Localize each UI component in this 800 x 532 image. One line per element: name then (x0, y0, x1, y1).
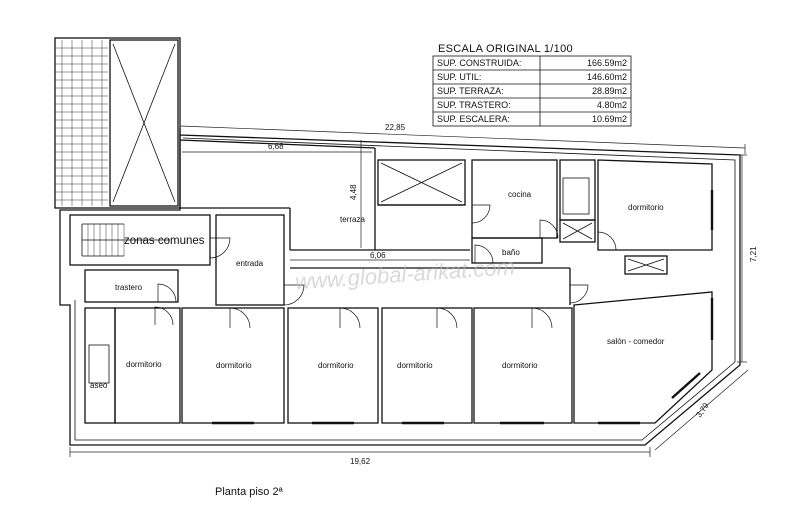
table-row-label: SUP. TRASTERO: (437, 100, 511, 110)
table-row-label: SUP. ESCALERA: (437, 114, 510, 124)
table-row-label: SUP. UTIL: (437, 72, 481, 82)
upper-right-block: cocina dormitorio baño (377, 159, 714, 275)
lower-rooms: aseo dormitorio dormitorio dormitorio do… (84, 291, 714, 425)
building-outline (59, 128, 741, 446)
table-row-value: 10.69m2 (592, 114, 627, 124)
room-label-terraza: terraza (340, 215, 365, 224)
light-shaft (54, 37, 181, 209)
plan-caption: Planta piso 2ª (215, 486, 284, 498)
room-label-dormitorio-5: dormitorio (502, 361, 538, 370)
room-label-dormitorio-top: dormitorio (628, 203, 664, 212)
room-label-dormitorio-3: dormitorio (318, 361, 354, 370)
room-label-dormitorio-1: dormitorio (126, 360, 162, 369)
dimension-corridor: 6,06 (290, 251, 589, 305)
table-row-value: 28.89m2 (592, 86, 627, 96)
dimension-label: 6,68 (268, 142, 284, 151)
scale-table: ESCALA ORIGINAL 1/100 SUP. CONSTRUIDA: 1… (432, 43, 632, 127)
table-row-label: SUP. CONSTRUIDA: (437, 58, 521, 68)
dimension-label: 7,21 (749, 246, 758, 262)
dimension-label: 3,79 (694, 401, 711, 419)
table-row-value: 166.59m2 (587, 58, 627, 68)
room-label-entrada: entrada (236, 259, 264, 268)
dimension-label: 22,85 (385, 123, 406, 132)
table-row-value: 4.80m2 (597, 100, 627, 110)
room-label-cocina: cocina (508, 190, 532, 199)
storage-room: trastero (84, 269, 179, 303)
terrace: 6,68 4,48 terraza (179, 139, 470, 251)
dimension-label: 4,48 (349, 184, 358, 200)
room-label-dormitorio-4: dormitorio (397, 361, 433, 370)
room-label-salon-comedor: salón - comedor (607, 337, 665, 346)
dimension-bottom: 19,62 (69, 447, 651, 466)
dimension-top: 22,85 (179, 122, 746, 154)
scale-title: ESCALA ORIGINAL 1/100 (438, 43, 573, 55)
dimension-right: 7,21 (737, 154, 758, 363)
room-label-aseo: aseo (90, 381, 108, 390)
table-row-value: 146.60m2 (587, 72, 627, 82)
common-zone: zonas comunes (69, 214, 231, 266)
dimension-label: 19,62 (350, 457, 371, 466)
room-label-trastero: trastero (115, 283, 143, 292)
room-label-zonas-comunes: zonas comunes (124, 235, 205, 247)
table-row-label: SUP. TERRAZA: (437, 86, 504, 96)
entrance: entrada (215, 214, 305, 306)
room-label-bano: baño (502, 248, 520, 257)
room-label-dormitorio-2: dormitorio (216, 361, 252, 370)
dimension-label: 6,06 (370, 251, 386, 260)
